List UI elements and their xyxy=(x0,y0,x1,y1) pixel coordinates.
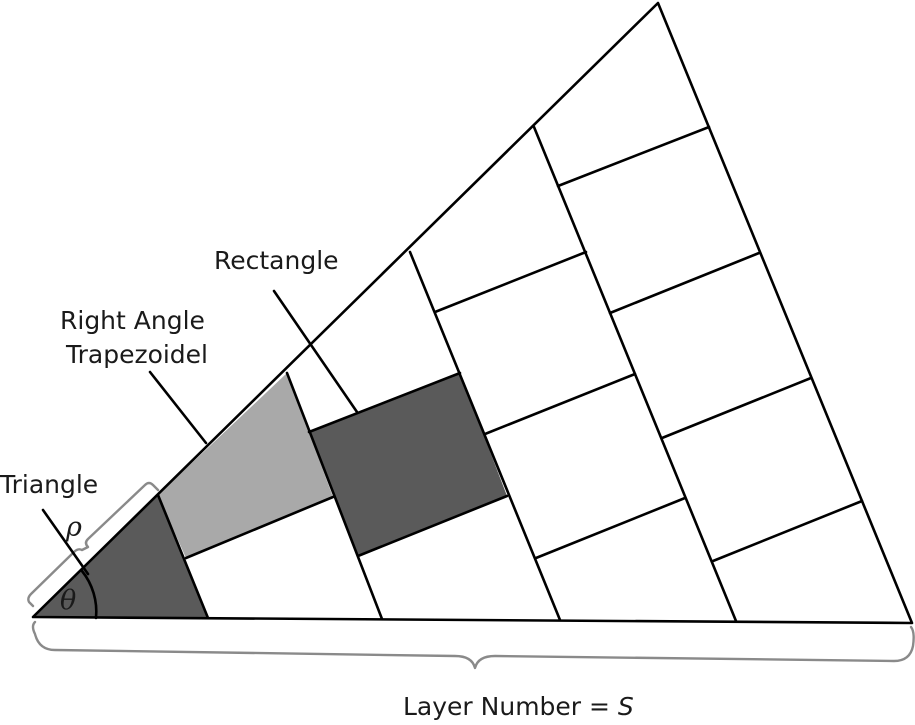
layer-number-symbol: S xyxy=(618,692,634,721)
outer-wedge xyxy=(31,1,914,625)
right-angle-trapezoid-region xyxy=(158,373,333,558)
trapezoid-leader-line xyxy=(148,370,208,445)
rho-symbol: ρ xyxy=(65,512,82,543)
layer-number-prefix: Layer Number = xyxy=(403,692,618,721)
block-line-3-1 xyxy=(433,250,588,314)
block-line-4-1 xyxy=(556,125,711,188)
rectangle-leader-line xyxy=(272,289,359,414)
block-line-4-4 xyxy=(711,499,864,563)
block-line-3-2 xyxy=(483,372,637,436)
layer-number-bracket xyxy=(31,620,915,670)
rectangle-label: Rectangle xyxy=(214,246,339,275)
layer-divider-1 xyxy=(156,493,210,620)
theta-arc xyxy=(80,569,98,620)
triangle-leader-line xyxy=(41,508,90,576)
trapezoid-label-line1: Right Angle xyxy=(60,306,205,335)
layer-divider-2 xyxy=(285,371,384,621)
block-line-4-3 xyxy=(660,376,813,440)
rectangle-region xyxy=(309,373,507,556)
block-line-3-3 xyxy=(534,496,687,560)
triangle-label: Triangle xyxy=(0,470,98,499)
theta-symbol: θ xyxy=(60,585,76,616)
block-line-1-1 xyxy=(184,495,335,560)
triangle-region xyxy=(33,495,208,618)
block-line-4-2 xyxy=(608,251,761,315)
block-line-2-1 xyxy=(307,371,462,434)
rho-bracket xyxy=(27,481,160,608)
block-line-2-2 xyxy=(356,494,509,558)
layer-number-label: Layer Number = S xyxy=(403,692,634,721)
trapezoid-label-line2: Trapezoidel xyxy=(65,340,208,369)
